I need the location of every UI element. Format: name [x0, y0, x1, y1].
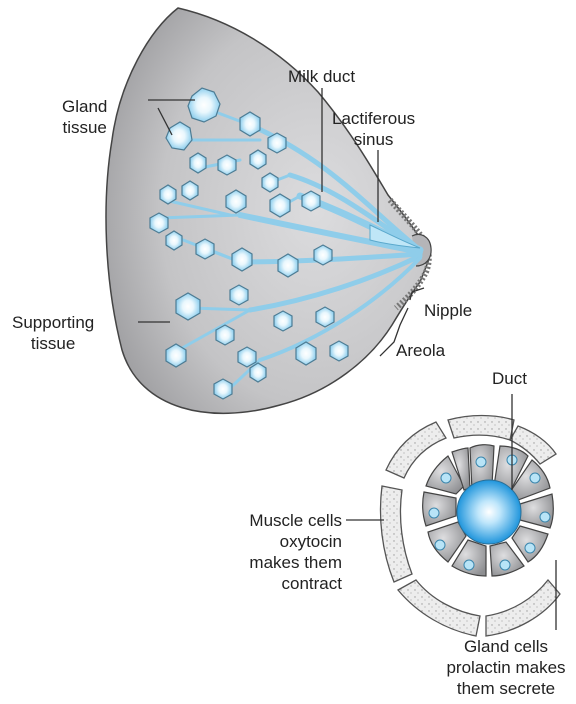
label-lactiferous-sinus: Lactiferous sinus [332, 108, 415, 150]
label-muscle-cells: Muscle cells oxytocin makes them contrac… [208, 510, 342, 594]
label-gland-cells: Gland cells prolactin makes them secrete [438, 636, 574, 699]
alveolus-section [346, 394, 560, 636]
label-nipple: Nipple [424, 300, 472, 321]
breast-tissue [106, 8, 429, 413]
label-gland-tissue: Gland tissue [62, 96, 107, 138]
label-duct: Duct [492, 368, 527, 389]
label-areola: Areola [396, 340, 445, 361]
label-supporting-tissue: Supporting tissue [12, 312, 94, 354]
label-milk-duct: Milk duct [288, 66, 355, 87]
